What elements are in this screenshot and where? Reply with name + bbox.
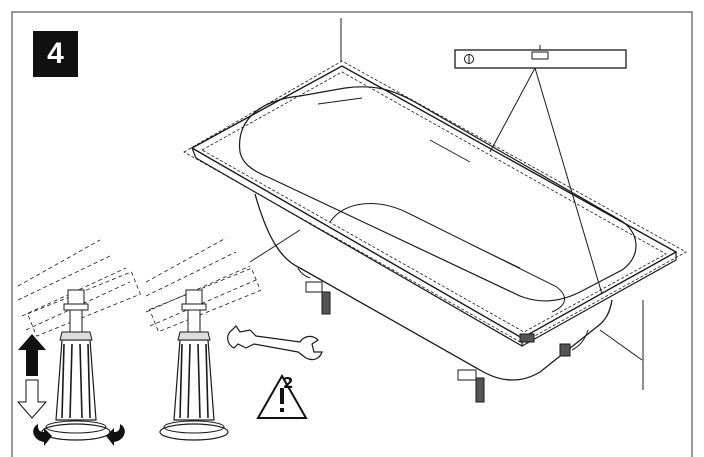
lower-arrow-icon [16, 379, 48, 419]
wall-corner [249, 18, 644, 390]
frame-border [11, 11, 693, 457]
warning-reference-number: 2 [283, 374, 294, 392]
sealing-tape-inner [201, 71, 667, 333]
tub-foot-3 [519, 333, 571, 357]
warning-triangle-icon [256, 373, 308, 419]
adjustable-foot-fixed [145, 237, 262, 441]
step-number-badge: 4 [33, 31, 78, 77]
bathtub-basin [238, 86, 637, 302]
wrench-icon [227, 325, 323, 361]
step-number: 4 [47, 37, 64, 70]
raise-arrow-icon [18, 334, 46, 376]
spirit-level [454, 45, 627, 295]
bathtub-rim [190, 65, 678, 339]
tub-foot-2 [457, 369, 485, 403]
bathtub-body [254, 193, 613, 381]
bathtub-basin-floor [329, 203, 565, 313]
level-vial-icon [464, 54, 474, 64]
tub-foot-1 [305, 281, 331, 315]
sealing-tape-outer [183, 60, 687, 344]
adjustable-foot-raised [17, 239, 141, 441]
rotate-left-arrow-icon [33, 424, 52, 446]
bathtub [183, 60, 687, 403]
rotate-right-arrow-icon [106, 424, 125, 446]
